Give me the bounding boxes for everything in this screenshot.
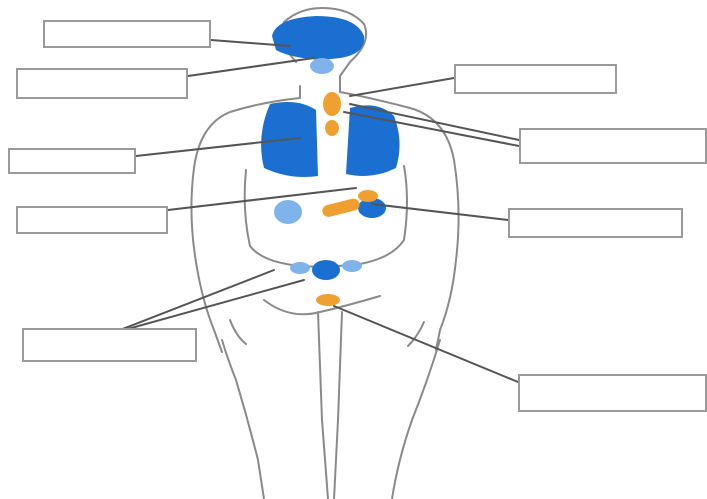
leader-line-5a — [120, 270, 274, 330]
leader-line-8 — [372, 204, 508, 220]
ovary-left — [290, 262, 310, 274]
right-lung — [346, 105, 400, 176]
thyroid-gland — [323, 92, 341, 116]
adrenal-cap — [358, 190, 378, 202]
label-box-9[interactable] — [518, 374, 707, 412]
label-box-3[interactable] — [8, 148, 136, 174]
testes — [316, 294, 340, 306]
leader-line-5b — [124, 280, 304, 330]
label-box-5[interactable] — [22, 328, 197, 362]
leader-line-9 — [334, 306, 518, 382]
leader-line-2 — [188, 58, 314, 76]
pituitary-gland — [310, 58, 334, 74]
label-box-1[interactable] — [43, 20, 211, 48]
thymus-gland — [325, 120, 339, 136]
left-adrenal-kidney — [274, 200, 302, 224]
label-box-6[interactable] — [454, 64, 617, 94]
brain-hypothalamus — [272, 16, 364, 60]
label-box-8[interactable] — [508, 208, 683, 238]
leader-line-6 — [350, 78, 454, 96]
label-box-4[interactable] — [16, 206, 168, 234]
label-box-7[interactable] — [519, 128, 707, 164]
pancreas — [321, 197, 361, 218]
body-outline — [191, 8, 458, 499]
uterus — [312, 260, 340, 280]
ovary-right — [342, 260, 362, 272]
label-box-2[interactable] — [16, 68, 188, 99]
